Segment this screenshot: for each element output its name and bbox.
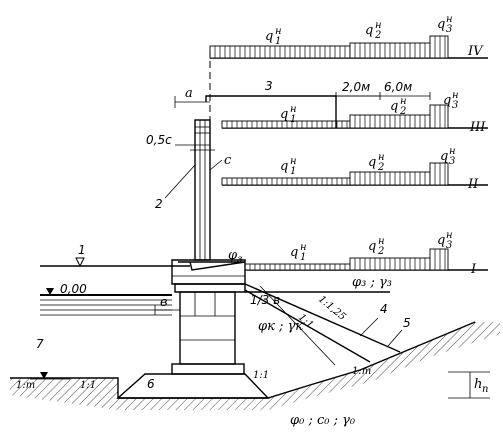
labels-i: q н 1 q н 2 q н 3 I <box>290 230 477 277</box>
slope-1-1-left: 1:1 <box>80 380 96 391</box>
svg-text:1: 1 <box>275 36 281 47</box>
label-b: в <box>160 295 168 310</box>
q3-i: q <box>437 233 445 248</box>
svg-text:2: 2 <box>374 30 381 41</box>
label-4: 4 <box>380 302 388 316</box>
dim-hn <box>448 371 490 399</box>
label-2m: 2,0м <box>342 80 370 94</box>
svg-text:3: 3 <box>449 156 455 167</box>
label-6: 6 <box>147 377 155 391</box>
q2-i: q <box>368 239 376 254</box>
q2-iv: q <box>365 23 373 38</box>
label-zero: 0,00 <box>60 282 87 296</box>
svg-text:н: н <box>275 26 282 37</box>
q1-ii: q <box>280 159 288 174</box>
q2-ii: q <box>368 155 376 170</box>
labels-iv: q н 1 q н 2 q н 3 IV <box>265 14 484 59</box>
wall-stem <box>194 119 211 261</box>
dim-2m-6m <box>335 92 431 100</box>
label-c: c <box>224 153 232 168</box>
label-5: 5 <box>403 316 411 330</box>
q1-iii: q <box>280 107 288 122</box>
roman-i: I <box>470 262 477 277</box>
slope-1-1-right: 1:1 <box>253 370 269 381</box>
svg-text:3: 3 <box>452 100 458 111</box>
svg-text:н: н <box>300 242 307 253</box>
svg-text:1: 1 <box>300 252 306 263</box>
roman-iv: IV <box>467 44 484 59</box>
backfill-slopes <box>244 283 401 366</box>
svg-text:н: н <box>446 230 453 241</box>
label-hn: h <box>474 377 482 392</box>
load-level-iv <box>209 35 488 59</box>
svg-text:н: н <box>400 96 407 107</box>
roman-ii: II <box>467 177 479 192</box>
q3-iv: q <box>437 17 445 32</box>
labels-iii: q н 1 q н 2 q н 3 III <box>280 90 486 135</box>
svg-text:1: 1 <box>290 114 296 125</box>
water-level-1 <box>40 257 190 268</box>
label-6m: 6,0м <box>384 80 412 94</box>
label-7: 7 <box>36 337 44 351</box>
soil-core: φк ; γк <box>258 319 303 334</box>
svg-text:3: 3 <box>446 240 452 251</box>
svg-text:н: н <box>449 146 456 157</box>
load-ticks <box>214 36 446 270</box>
svg-text:н: н <box>290 156 297 167</box>
dim-b <box>154 305 180 315</box>
svg-text:з: з <box>237 254 242 265</box>
slope-1-1-25: 1:1,25 <box>316 294 348 323</box>
load-strip-iv <box>209 35 449 59</box>
svg-text:н: н <box>375 20 382 31</box>
label-third-b: 1/3 в <box>250 293 280 307</box>
ground-mask <box>10 334 500 446</box>
q1-iv: q <box>265 29 273 44</box>
labels-ii: q н 1 q н 2 q н 3 II <box>280 146 479 192</box>
svg-text:н: н <box>452 90 459 101</box>
svg-text:п: п <box>482 384 488 395</box>
water-zero <box>40 288 172 316</box>
svg-text:2: 2 <box>377 246 384 257</box>
svg-text:2: 2 <box>377 162 384 173</box>
soil-base: φ₀ ; с₀ ; γ₀ <box>290 413 356 428</box>
leader-2 <box>164 164 196 199</box>
leader-5 <box>387 329 403 347</box>
level-marker-7 <box>30 372 70 380</box>
dim-half-c <box>175 144 215 151</box>
soil-backfill: φ₃ ; γ₃ <box>352 275 392 290</box>
svg-text:1: 1 <box>290 166 296 177</box>
label-1: 1 <box>78 243 86 257</box>
dim-a <box>174 96 210 108</box>
label-half-c: 0,5c <box>146 133 172 147</box>
q1-i: q <box>290 245 298 260</box>
leader-4 <box>359 317 379 337</box>
roman-iii: III <box>469 120 486 135</box>
svg-text:н: н <box>378 152 385 163</box>
label-3: 3 <box>265 79 273 93</box>
load-level-i <box>244 248 488 271</box>
svg-text:н: н <box>290 104 297 115</box>
slope-1-m-left: 1:m <box>16 380 35 391</box>
wall-cap <box>171 259 246 293</box>
label-2: 2 <box>155 197 163 211</box>
svg-text:н: н <box>378 236 385 247</box>
leader-c <box>209 159 223 171</box>
slope-1-m-right: 1:m <box>352 366 371 377</box>
q3-iii: q <box>443 93 451 108</box>
wall-column <box>171 291 245 375</box>
q3-ii: q <box>440 149 448 164</box>
label-a: a <box>185 86 193 101</box>
svg-text:2: 2 <box>399 106 406 117</box>
svg-text:н: н <box>446 14 453 25</box>
svg-text:3: 3 <box>446 24 452 35</box>
q2-iii: q <box>390 99 398 114</box>
label-phi3-top: φ <box>228 248 238 263</box>
